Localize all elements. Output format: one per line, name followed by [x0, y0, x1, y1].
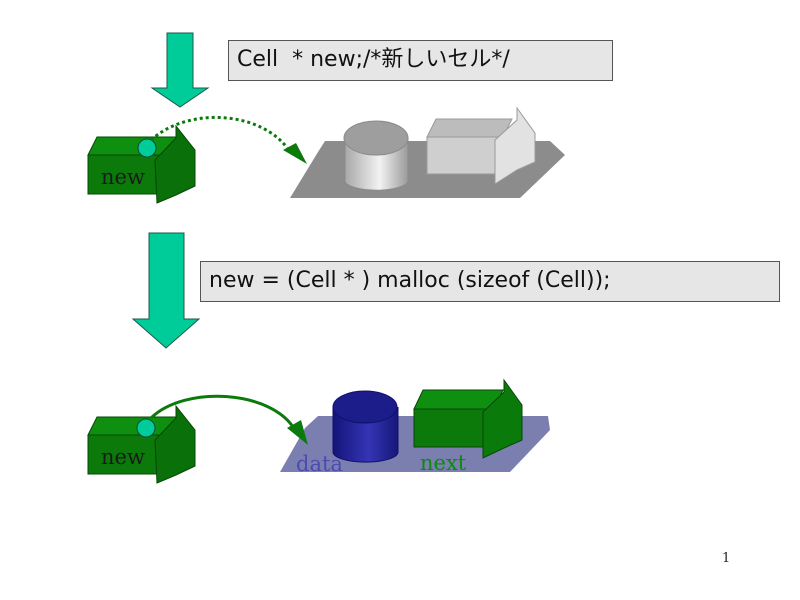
- declaration-code-box: Cell * new;/*新しいセル*/: [228, 40, 613, 81]
- step2-down-arrow: [131, 232, 201, 349]
- data-field-label: data: [296, 452, 343, 476]
- pointer-new-box-step2: [87, 404, 196, 484]
- pointer-dot-step1: [137, 138, 157, 158]
- pointer-label-step1: new: [101, 165, 145, 189]
- page-number: 1: [722, 551, 731, 566]
- allocated-memory-cell: [280, 378, 550, 472]
- next-field-box: [413, 408, 490, 448]
- next-field-label: next: [420, 451, 467, 475]
- unallocated-memory-cell: [290, 106, 565, 198]
- malloc-code-box: new = (Cell * ) malloc (sizeof (Cell));: [200, 261, 780, 302]
- pointer-label-step2: new: [101, 445, 145, 469]
- allocated-pointer-arrow: [149, 394, 297, 431]
- uninitialized-pointer-arrow: [149, 115, 292, 153]
- uninitialized-pointer-arrowhead: [283, 143, 307, 164]
- allocated-pointer-arrowhead: [287, 420, 308, 445]
- pointer-new-box-step1: [87, 124, 196, 204]
- step1-down-arrow: [150, 32, 210, 108]
- data-field-cylinder: [332, 390, 398, 424]
- pointer-dot-step2: [136, 418, 156, 438]
